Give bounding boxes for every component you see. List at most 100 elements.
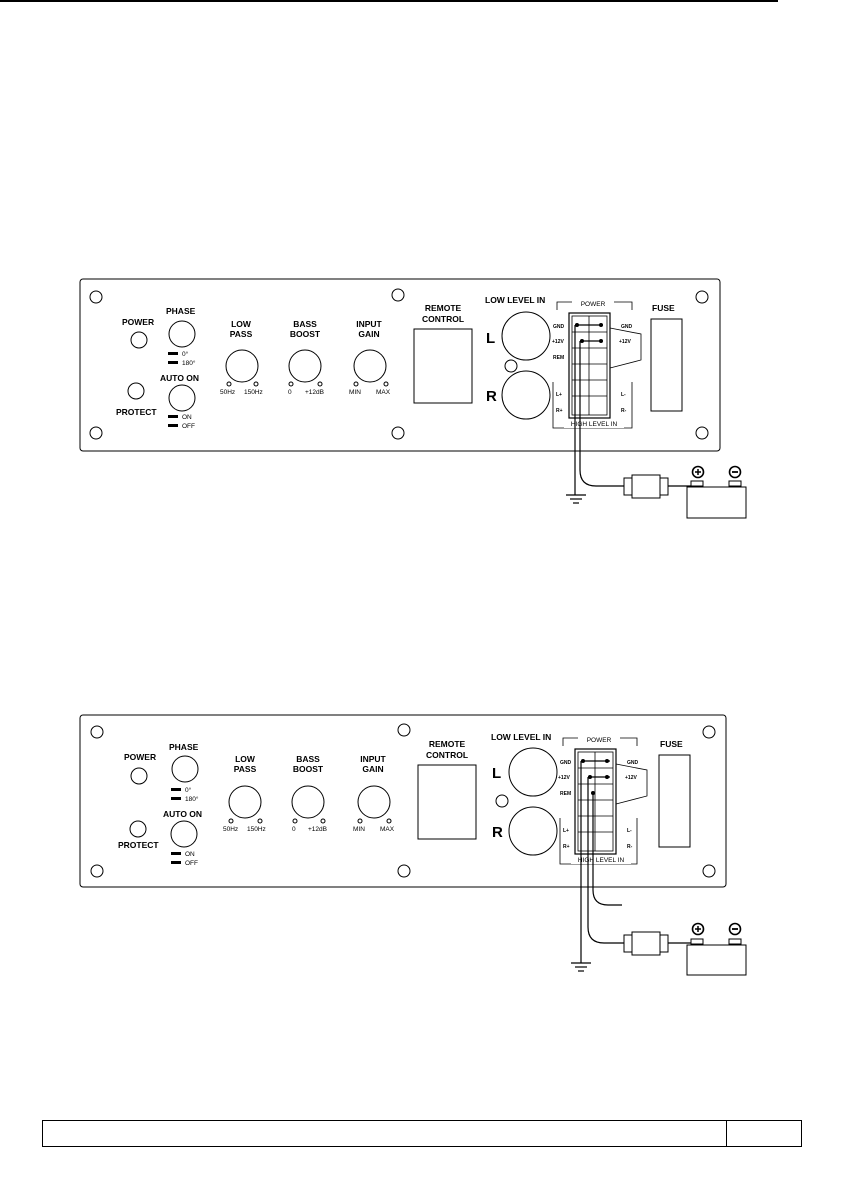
- phase-180-label: 180°: [182, 359, 196, 367]
- remote-label: REMOTE: [429, 739, 466, 749]
- terminal-dot: [580, 339, 584, 343]
- control-label: CONTROL: [426, 750, 468, 760]
- fuse-label: FUSE: [660, 739, 683, 749]
- phase-180-label: 180°: [185, 795, 199, 803]
- hli-label-bg: [564, 419, 624, 428]
- 12v-right-label: +12V: [619, 339, 631, 345]
- remote-control-port[interactable]: [417, 764, 477, 840]
- battery: [686, 944, 747, 976]
- rca-right-jack[interactable]: [501, 370, 551, 420]
- rem-label: REM: [553, 355, 564, 361]
- screw-hole: [90, 864, 104, 878]
- remote-control-port[interactable]: [413, 328, 473, 404]
- bass-label: BASS: [296, 754, 320, 764]
- lp-max-label: 150Hz: [244, 389, 263, 396]
- phase-switch[interactable]: [171, 755, 199, 783]
- rminus-label: R-: [627, 844, 633, 850]
- screw-hole: [695, 426, 709, 440]
- phase-0-mark: [168, 352, 178, 355]
- 12v-left-label: +12V: [552, 339, 564, 345]
- tick-dot: [386, 818, 392, 824]
- gain-label: GAIN: [362, 764, 383, 774]
- phase-0-label: 0°: [185, 786, 192, 794]
- lminus-label: L-: [627, 828, 632, 834]
- terminal-block: [568, 312, 611, 419]
- screw-hole: [90, 725, 104, 739]
- input-label: INPUT: [356, 319, 382, 329]
- bass-boost-knob[interactable]: [291, 785, 325, 819]
- off-mark: [168, 424, 178, 427]
- fuse-cap: [623, 477, 633, 496]
- lminus-label: L-: [621, 392, 626, 398]
- protect-label: PROTECT: [116, 407, 157, 417]
- ig-max-label: MAX: [380, 826, 395, 833]
- lp-max-label: 150Hz: [247, 826, 266, 833]
- battery: [686, 486, 747, 519]
- screw-hole: [695, 290, 709, 304]
- 12v-left-label: +12V: [558, 775, 570, 781]
- auto-on-switch[interactable]: [168, 384, 196, 412]
- tick-dot: [292, 818, 298, 824]
- fuse-cap: [659, 934, 669, 953]
- phase-180-mark: [168, 361, 178, 364]
- indicator-hole: [504, 359, 518, 373]
- phase-label: PHASE: [166, 306, 196, 316]
- rminus-label: R-: [621, 408, 627, 414]
- off-label: OFF: [182, 423, 195, 430]
- bb-min-label: 0: [288, 389, 292, 396]
- rca-left-jack[interactable]: [501, 311, 551, 361]
- top-rule: [0, 0, 778, 2]
- input-gain-knob[interactable]: [357, 785, 391, 819]
- remote-label: REMOTE: [425, 303, 462, 313]
- lplus-label: L+: [563, 828, 569, 834]
- low-pass-knob[interactable]: [225, 349, 259, 383]
- screw-hole: [397, 864, 411, 878]
- amp-panel: [79, 714, 727, 888]
- inline-fuse: [631, 931, 661, 956]
- ig-min-label: MIN: [353, 826, 365, 833]
- pass-label: PASS: [230, 329, 253, 339]
- low-pass-knob[interactable]: [228, 785, 262, 819]
- terminal-block: [574, 748, 617, 855]
- phase-180-mark: [171, 797, 181, 800]
- rca-left-jack[interactable]: [508, 747, 558, 797]
- amp-panel: [79, 278, 721, 452]
- screw-hole: [391, 426, 405, 440]
- terminal-dot: [605, 759, 609, 763]
- bass-label: BASS: [293, 319, 317, 329]
- tick-dot: [253, 381, 259, 387]
- phase-label: PHASE: [169, 742, 199, 752]
- wiring-diagram-1: POWER PHASE 0° 180° AUTO ON PROTECT ON O…: [0, 270, 844, 525]
- terminal-block-inner: [571, 315, 608, 416]
- battery-minus-terminal: [728, 480, 742, 487]
- fuse-holder: [658, 754, 691, 848]
- indicator-hole: [495, 794, 509, 808]
- high-level-in-label: HIGH LEVEL IN: [571, 421, 618, 428]
- bb-min-label: 0: [292, 826, 296, 833]
- rca-right-jack[interactable]: [508, 806, 558, 856]
- lplus-label: L+: [556, 392, 562, 398]
- power-block-label: POWER: [587, 737, 612, 744]
- connector-flap: [615, 763, 648, 805]
- auto-on-switch[interactable]: [170, 820, 198, 848]
- high-level-in-label: HIGH LEVEL IN: [578, 857, 625, 864]
- terminal-dot: [599, 323, 603, 327]
- tick-dot: [353, 381, 359, 387]
- protect-label: PROTECT: [118, 840, 159, 850]
- boost-label: BOOST: [293, 764, 324, 774]
- battery-minus-terminal: [728, 938, 742, 945]
- bass-boost-knob[interactable]: [288, 349, 322, 383]
- screw-hole: [397, 723, 411, 737]
- low-level-in-label: LOW LEVEL IN: [485, 295, 545, 305]
- tick-dot: [320, 818, 326, 824]
- input-gain-knob[interactable]: [353, 349, 387, 383]
- phase-switch[interactable]: [168, 320, 196, 348]
- rplus-label: R+: [563, 844, 570, 850]
- terminal-dot: [581, 759, 585, 763]
- lp-min-label: 50Hz: [220, 389, 235, 396]
- on-label: ON: [182, 414, 192, 421]
- gnd-left-label: GND: [560, 760, 572, 766]
- bb-max-label: +12dB: [308, 826, 327, 833]
- pass-label: PASS: [234, 764, 257, 774]
- fuse-label: FUSE: [652, 303, 675, 313]
